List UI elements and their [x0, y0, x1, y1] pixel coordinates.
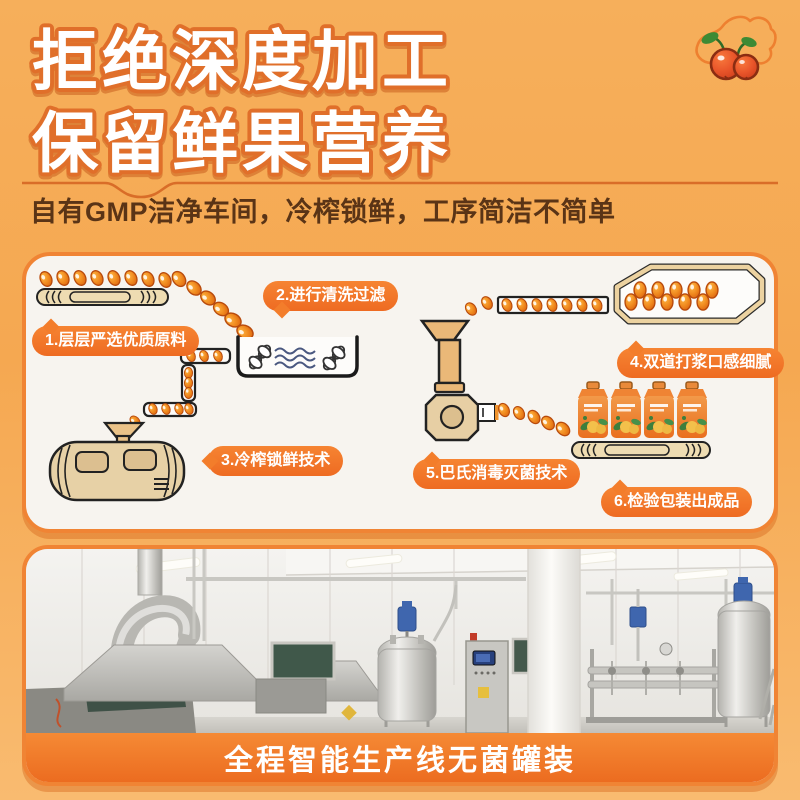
cold-press-machine-icon [48, 421, 186, 502]
extraction-hoods [63, 549, 379, 702]
platform-stairs [758, 668, 774, 726]
aseptic-production-line-photo [26, 549, 774, 734]
fan-icon [248, 344, 272, 370]
washing-tank-icon [236, 335, 359, 378]
title-line-1: 拒绝深度加工 [32, 24, 452, 98]
caption-text: 全程智能生产线无菌罐装 [223, 744, 576, 777]
support-column [527, 549, 581, 733]
subtitle: 自有GMP洁净车间，冷榨锁鲜，工序简洁不简单 [30, 197, 616, 227]
water-waves [274, 347, 316, 369]
berry-conveyor-icon [36, 268, 174, 306]
mixing-tank [377, 584, 458, 727]
divider [22, 181, 778, 199]
step-label-2: 2.进行清洗过滤 [263, 281, 399, 311]
sterilizer-grinder-icon [419, 319, 573, 442]
control-cabinet [465, 633, 509, 734]
berries-icon [701, 32, 760, 81]
process-flow-illustration [36, 263, 766, 502]
title-line-2: 保留鲜果营养 [32, 106, 452, 180]
china-map-with-berries-icon [695, 15, 777, 81]
fan-icon [322, 345, 346, 371]
transfer-conveyor-icon [117, 347, 232, 436]
bottles-conveyor-icon [571, 381, 711, 459]
filler-machine [255, 678, 327, 714]
step-label-4: 4.双道打浆口感细腻 [617, 348, 785, 378]
bottle-icon [578, 381, 608, 438]
factory-photo-card: 全程智能生产线无菌罐装 [22, 545, 778, 786]
cleanroom-window [270, 641, 336, 681]
pulping-frame-icon [462, 263, 766, 325]
page-title: 拒绝深度加工 保留鲜果营养 [28, 20, 452, 183]
pasteurizer-skid [586, 589, 726, 723]
step-label-1: 1.层层严选优质原料 [32, 326, 200, 356]
step-label-5: 5.巴氏消毒灭菌技术 [413, 459, 581, 489]
step-label-3: 3.冷榨锁鲜技术 [208, 446, 344, 476]
process-flow-card: 1.层层严选优质原料 2.进行清洗过滤 3.冷榨锁鲜技术 4.双道打浆口感细腻 … [22, 252, 785, 533]
storage-tank [717, 577, 771, 727]
caption-bar: 全程智能生产线无菌罐装 [26, 733, 774, 782]
step-label-6: 6.检验包装出成品 [601, 487, 753, 517]
